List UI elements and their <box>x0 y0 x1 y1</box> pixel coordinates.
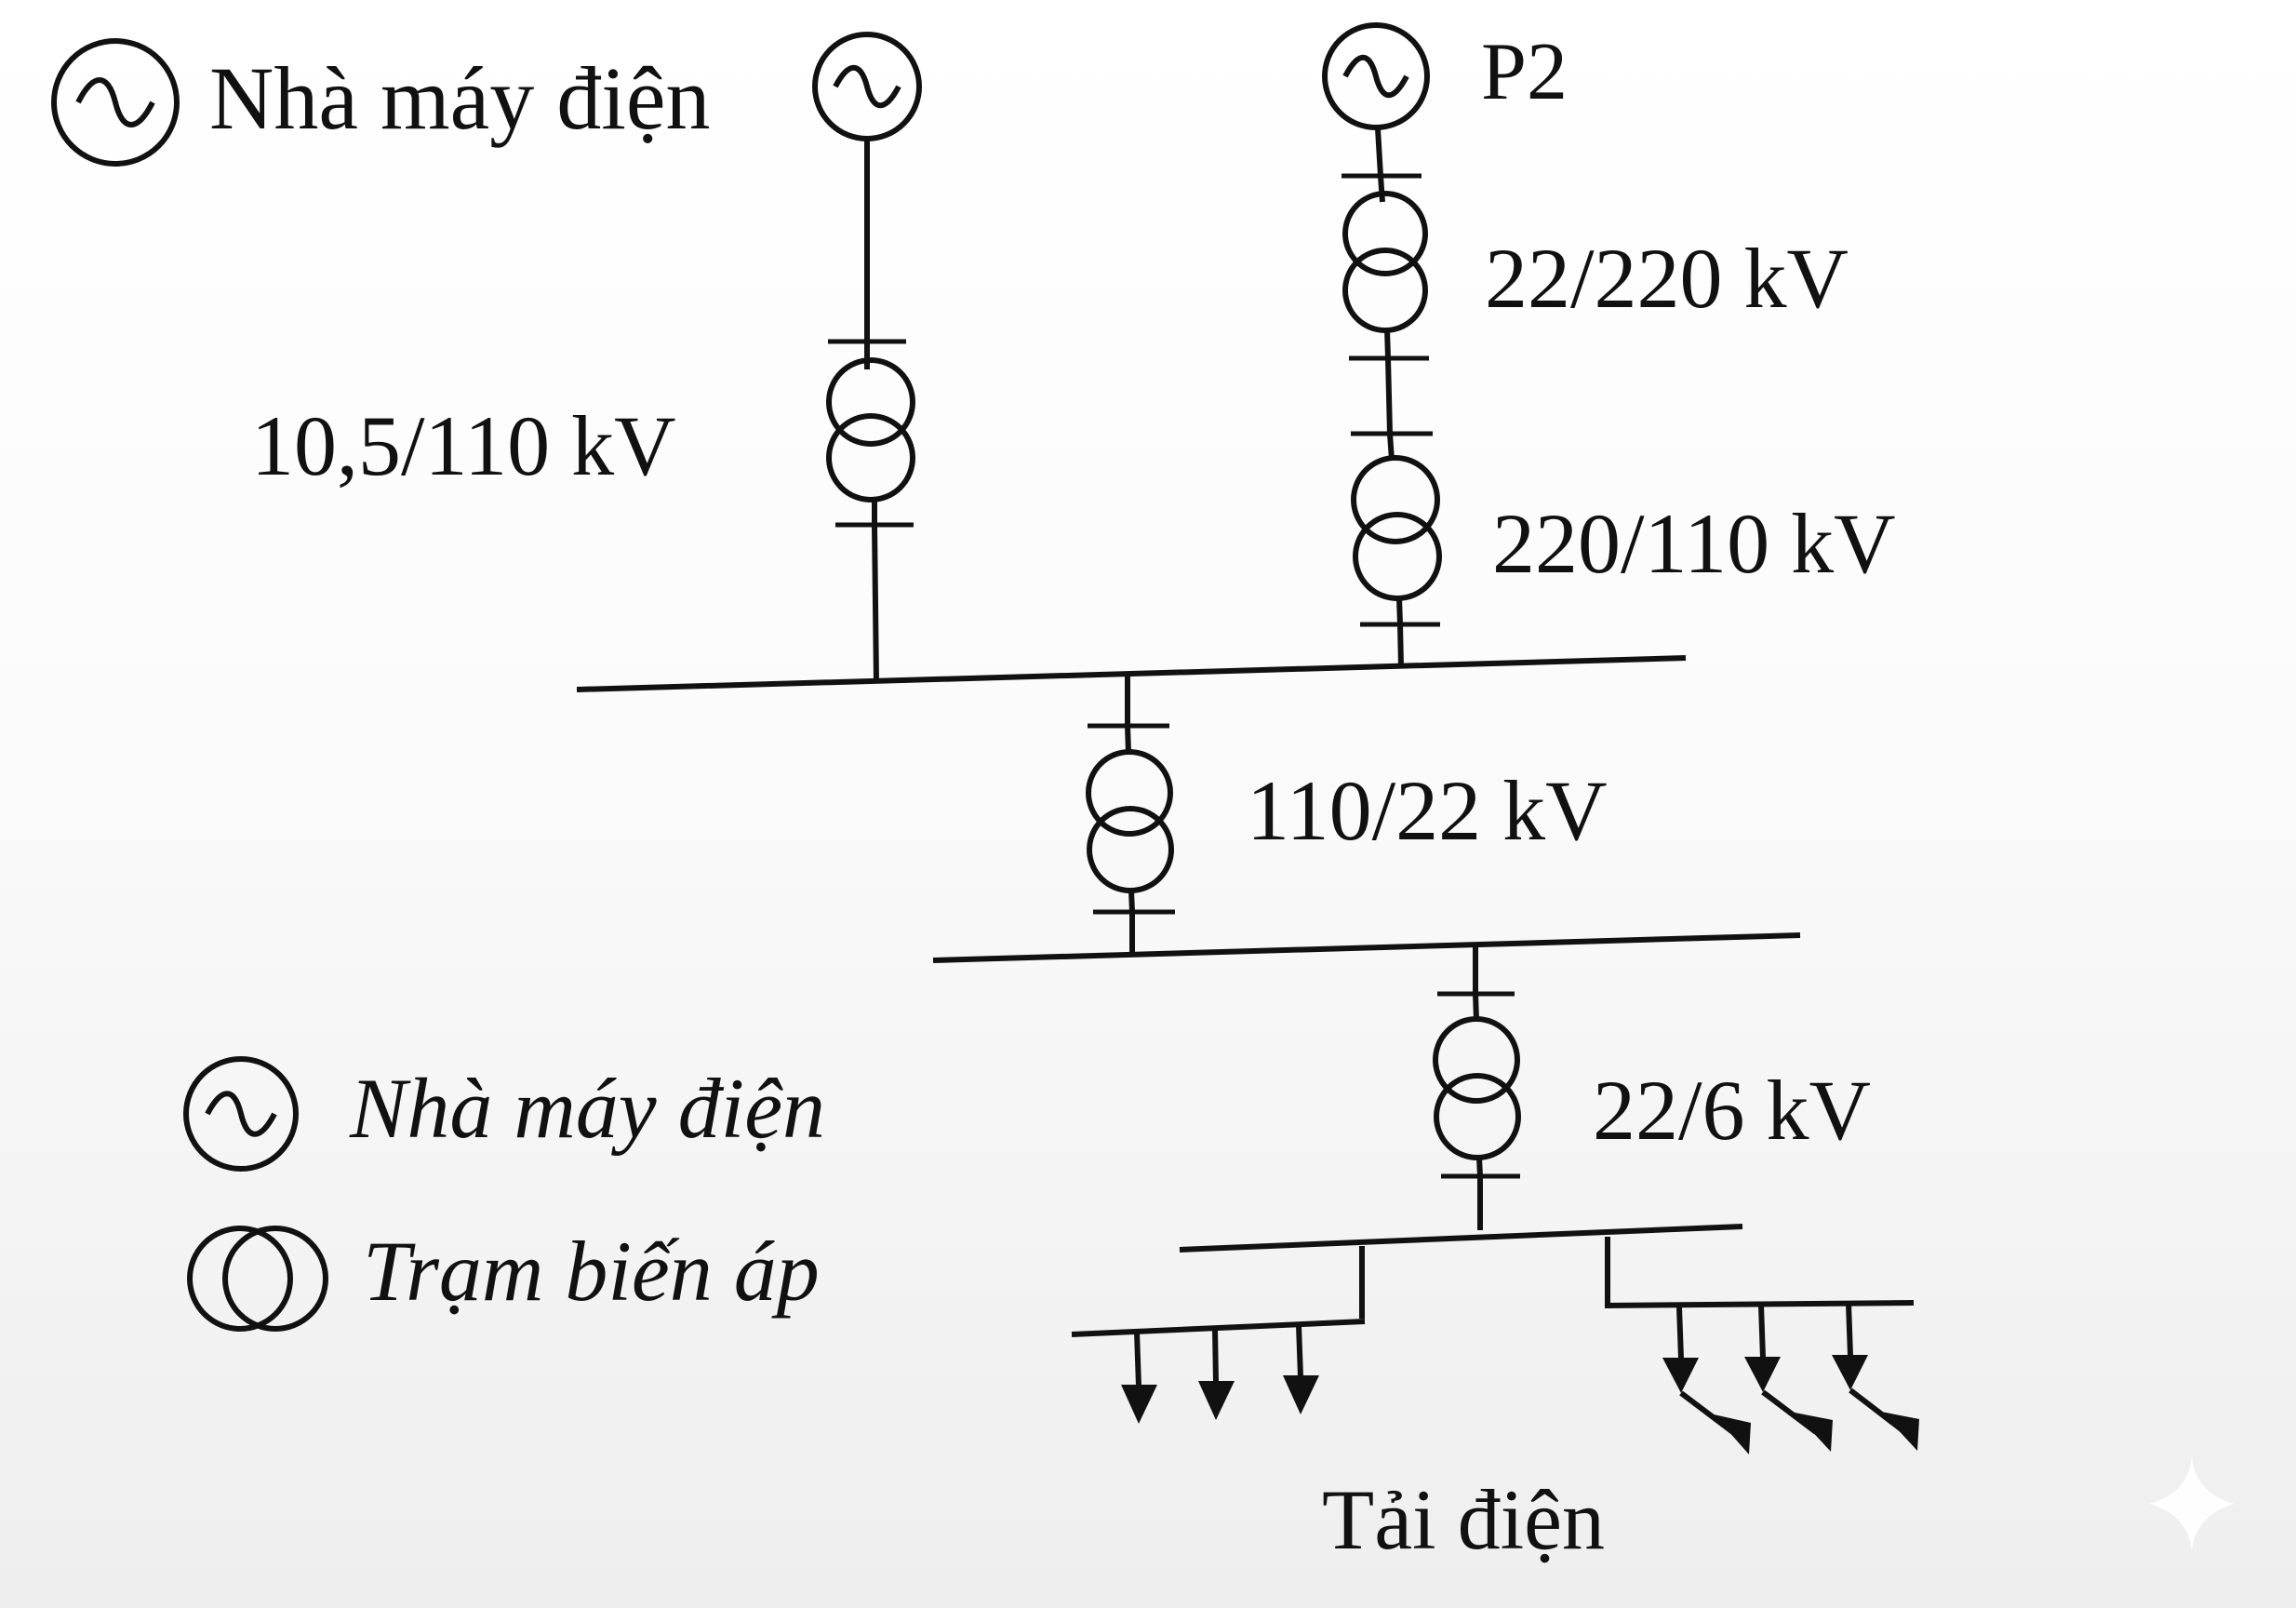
t2-to-t3-line <box>1385 357 1393 435</box>
arrow-down-icon <box>1283 1375 1319 1414</box>
left-load-2 <box>1198 1328 1235 1420</box>
plant-label: Nhà máy điện <box>209 48 711 148</box>
bus-22kv <box>932 932 1801 963</box>
right-motor-load-2 <box>1744 1305 1833 1452</box>
t1-to-bus-line <box>872 524 879 683</box>
arrow-down-icon <box>1662 1358 1699 1393</box>
arrow-down-icon <box>1121 1385 1157 1424</box>
t2-top-lead <box>1378 175 1385 203</box>
t2-bottom-lead <box>1384 328 1391 359</box>
plant-2-generator-icon <box>1322 22 1430 130</box>
t4-transformer-icon <box>1086 749 1174 893</box>
left-load-1 <box>1121 1331 1157 1424</box>
legend-generator-icon <box>183 1056 299 1172</box>
t5-transformer-icon <box>1433 1016 1521 1160</box>
plant-1-generator-icon <box>51 38 180 167</box>
t4-rating-label: 110/22 kV <box>1247 763 1608 858</box>
bus-6kv <box>1179 1224 1743 1253</box>
t2-transformer-icon <box>1342 191 1428 333</box>
arrow-diagonal-icon <box>1714 1414 1751 1454</box>
arrow-diagonal-icon <box>1881 1412 1919 1451</box>
legend-transformer-icon <box>187 1226 328 1332</box>
right-motor-load-1 <box>1662 1306 1751 1454</box>
t4-bottom-lead <box>1128 890 1135 913</box>
arrow-down-icon <box>1744 1357 1781 1392</box>
t5-rating-label: 22/6 kV <box>1593 1063 1871 1158</box>
left-load-3 <box>1283 1324 1319 1414</box>
legend-generator-label: Nhà máy điện <box>349 1061 825 1156</box>
legend-transformer-label: Trạm biến áp <box>363 1224 820 1319</box>
t5-bottom-lead <box>1476 1157 1483 1177</box>
sparkle-icon <box>2149 1456 2235 1551</box>
t3-rating-label: 220/110 kV <box>1492 496 1896 591</box>
right-feeder-bus <box>1604 1300 1915 1308</box>
t5-top-lead <box>1473 993 1479 1021</box>
arrow-down-icon <box>1198 1381 1235 1420</box>
t1-rating-label: 10,5/110 kV <box>251 398 676 493</box>
arrow-down-icon <box>1832 1355 1868 1390</box>
t3-to-bus-line <box>1397 623 1404 667</box>
t3-bottom-lead <box>1396 597 1403 625</box>
plant-1-generator-icon-right <box>812 32 922 141</box>
bus-110kv <box>576 655 1687 692</box>
load-label: Tải điện <box>1322 1472 1605 1567</box>
right-motor-load-3 <box>1832 1303 1919 1451</box>
t1-transformer-icon <box>826 357 915 502</box>
arrow-diagonal-icon <box>1795 1413 1833 1452</box>
plant-2-label: P2 <box>1481 27 1568 117</box>
t3-transformer-icon <box>1351 455 1442 601</box>
t2-rating-label: 22/220 kV <box>1485 231 1849 326</box>
left-feeder-bus <box>1071 1319 1366 1337</box>
plant-2-feeder-line <box>1375 127 1383 177</box>
